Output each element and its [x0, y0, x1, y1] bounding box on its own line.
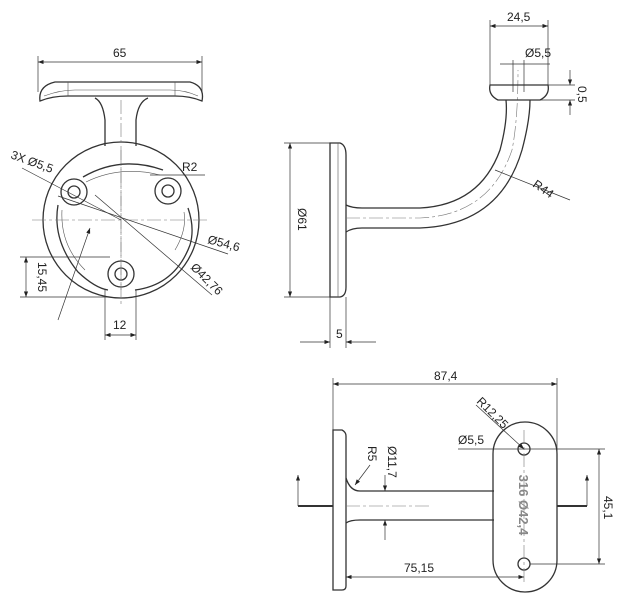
engraving: 316 Ø42,4: [516, 475, 531, 536]
dim-offset: 15,45: [35, 262, 49, 292]
dim-plate-thickness: 5: [336, 327, 343, 341]
dim-hole-spacing: 45,1: [601, 496, 615, 520]
dim-depth: 0,5: [575, 86, 589, 103]
stem: [94, 97, 149, 146]
dim-radius: R2: [182, 160, 198, 174]
dim-fillet: R5: [365, 446, 379, 462]
top-saddle-side: [489, 84, 549, 101]
wall-plate: [329, 142, 347, 298]
dim-plate-diameter: Ø61: [295, 208, 309, 231]
hole-1: [67, 185, 81, 199]
front-view: 65 3X Ø5,5 R2 Ø54,6 Ø42,76 15,45 12: [9, 46, 242, 340]
top-view: 316 Ø42,4 87,4 R12,25 Ø5,5 R5 Ø11,7 75,1…: [295, 369, 615, 593]
hole-2: [161, 184, 175, 198]
dim-width: 65: [113, 46, 127, 60]
dim-slot-width: 12: [113, 318, 127, 332]
dim-stem-length: 75,15: [404, 561, 434, 575]
bent-arm: [345, 99, 531, 233]
dim-stem-diameter: Ø11,7: [385, 446, 399, 478]
dim-oval-radius: R12,25: [474, 394, 511, 431]
dim-bend-radius: R44: [530, 177, 556, 201]
dim-top-width: 24,5: [507, 10, 531, 24]
dim-top-hole: Ø5,5: [525, 46, 551, 60]
side-view: 24,5 Ø5,5 0,5 R44 Ø61 5: [284, 10, 589, 348]
dim-outer-diameter: Ø54,6: [206, 232, 242, 254]
dim-top-hole: Ø5,5: [458, 433, 484, 447]
top-saddle: [39, 81, 204, 102]
stem-top: [345, 477, 494, 524]
dim-holes: 3X Ø5,5: [9, 148, 55, 176]
wall-plate-top: [332, 429, 347, 591]
dim-overall-length: 87,4: [434, 369, 458, 383]
